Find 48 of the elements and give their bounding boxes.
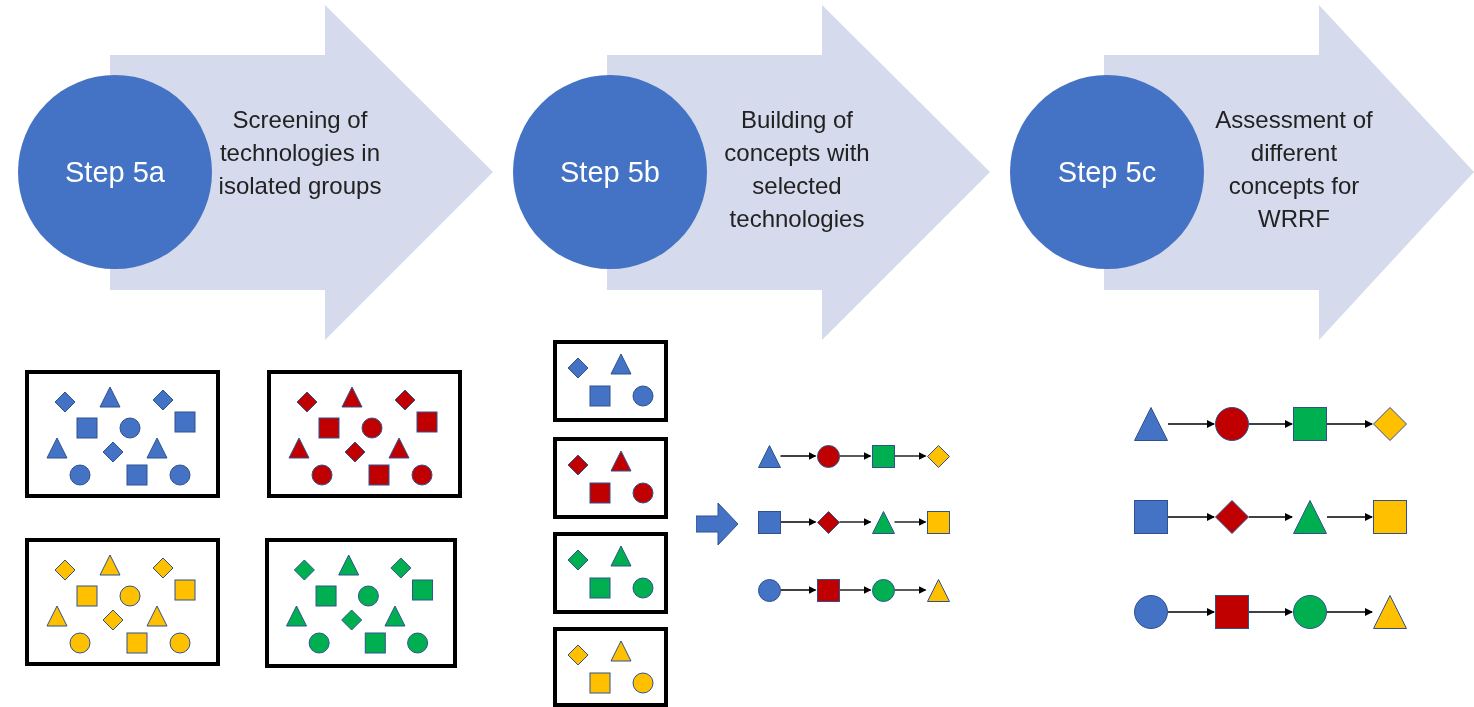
arrow [779,518,817,526]
circle-icon [1134,595,1168,629]
arrow [893,586,927,594]
square-icon [757,510,781,534]
arrow [1326,608,1373,616]
triangle-icon [871,510,895,534]
square-icon [871,444,895,468]
arrow [1248,608,1293,616]
step-circle: Step 5c [1010,75,1204,269]
arrow [1248,513,1293,521]
square-icon [1215,595,1249,629]
square-icon [926,510,950,534]
square-icon [1293,407,1327,441]
arrow [1167,608,1215,616]
arrow [838,518,872,526]
arrow [1167,513,1215,521]
arrow [779,452,817,460]
arrow [779,586,817,594]
step-circle: Step 5b [513,75,707,269]
circle-icon [871,578,895,602]
triangle-icon [1373,595,1407,629]
arrow [838,586,872,594]
square-icon [816,578,840,602]
diamond-icon [1373,407,1407,441]
step-description: Assessment of different concepts for WRRF [1214,105,1374,234]
triangle-icon [1134,407,1168,441]
step-description: Screening of technologies in isolated groups [217,105,383,201]
circle-icon [757,578,781,602]
circle-icon [1215,407,1249,441]
diamond-icon [816,510,840,534]
triangle-icon [1293,500,1327,534]
arrow [1326,420,1373,428]
triangle-icon [926,578,950,602]
circle-icon [1293,595,1327,629]
diamond-icon [1215,500,1249,534]
arrow [1248,420,1293,428]
arrow [893,452,927,460]
step-description: Building of concepts with selected technologies [723,105,871,234]
square-icon [1373,500,1407,534]
step-circle: Step 5a [18,75,212,269]
arrow [1167,420,1215,428]
circle-icon [816,444,840,468]
arrow [1326,513,1373,521]
triangle-icon [757,444,781,468]
diamond-icon [926,444,950,468]
square-icon [1134,500,1168,534]
arrow [838,452,872,460]
arrow [893,518,927,526]
